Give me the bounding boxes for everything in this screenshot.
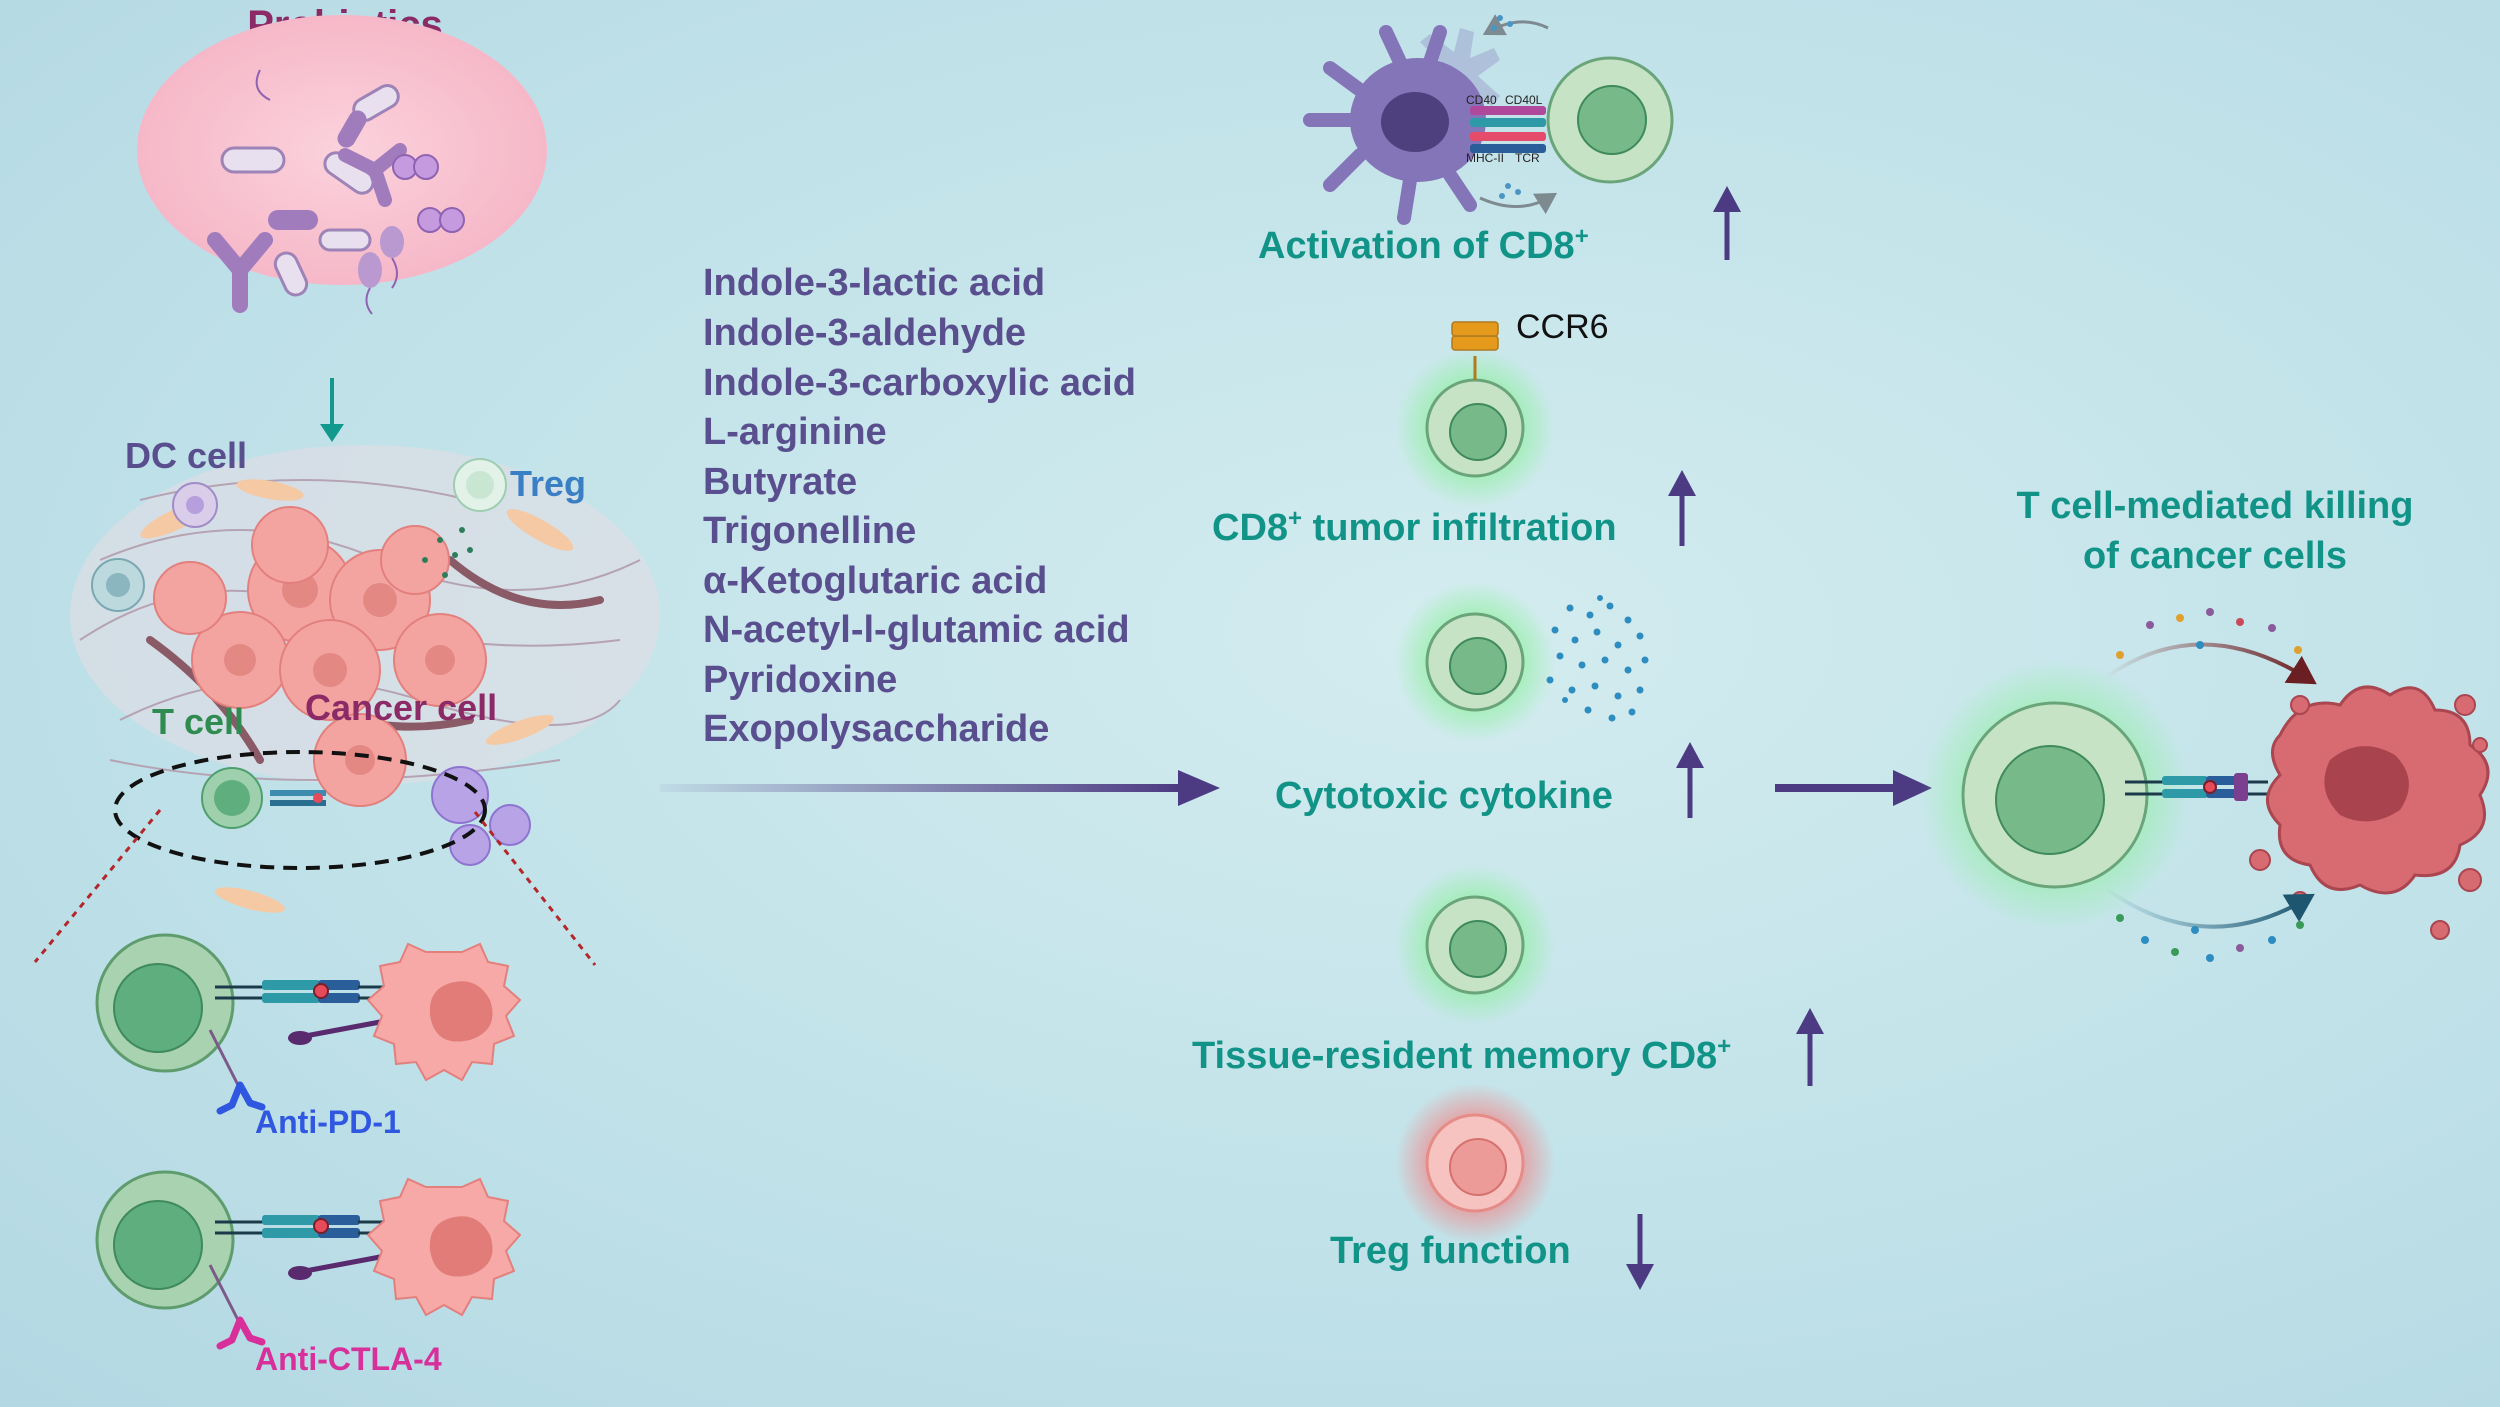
metabolite-list: Indole-3-lactic acid Indole-3-aldehyde I… xyxy=(703,262,1136,750)
effect-activation-cd8: Activation of CD8+ xyxy=(1258,223,1589,267)
main-flow-arrow xyxy=(660,770,1220,806)
metabolite-item: L-arginine xyxy=(703,411,887,453)
metabolite-item: Trigonelline xyxy=(703,510,916,552)
metabolite-item: Indole-3-lactic acid xyxy=(703,262,1045,304)
ccr6-cd8-cell-illustration xyxy=(1395,321,1555,508)
metabolite-item: Pyridoxine xyxy=(703,659,897,701)
dc-cell-label: DC cell xyxy=(125,435,247,476)
metabolite-item: N-acetyl-l-glutamic acid xyxy=(703,609,1130,651)
metabolite-item: α-Ketoglutaric acid xyxy=(703,560,1047,602)
metabolite-item: Indole-3-carboxylic acid xyxy=(703,362,1136,404)
cancer-cell-label: Cancer cell xyxy=(305,687,497,728)
probiotics-bacteria-illustration xyxy=(137,15,547,315)
up-arrow-icon xyxy=(1676,742,1704,818)
up-arrow-icon xyxy=(1713,186,1741,260)
effect-cytotoxic-cytokine: Cytotoxic cytokine xyxy=(1275,775,1613,817)
effect-tissue-resident-memory-cd8: Tissue-resident memory CD8+ xyxy=(1192,1033,1731,1077)
outcome-title-line1: T cell-mediated killing xyxy=(2017,485,2414,527)
dc-cd8-synapse-illustration xyxy=(1303,14,1674,225)
cytokine-cell-illustration xyxy=(1395,582,1649,742)
memory-cd8-cell-illustration xyxy=(1395,865,1555,1025)
probiotics-down-arrow xyxy=(320,378,344,442)
outcome-title-line2: of cancer cells xyxy=(2083,535,2347,577)
up-arrow-icon xyxy=(1668,470,1696,546)
anti-ctla4-interaction-illustration xyxy=(95,1170,522,1350)
ccr6-label: CCR6 xyxy=(1516,308,1609,346)
up-arrow-icon xyxy=(1796,1008,1824,1086)
outcome-arrow xyxy=(1775,770,1932,806)
anti-pd1-interaction-illustration xyxy=(95,933,522,1115)
treg-label: Treg xyxy=(510,463,586,504)
mhc2-label: MHC-II xyxy=(1466,151,1504,165)
metabolite-item: Butyrate xyxy=(703,461,857,503)
metabolite-item: Exopolysaccharide xyxy=(703,708,1049,750)
t-cell-killing-illustration xyxy=(1920,608,2490,962)
t-cell-label: T cell xyxy=(152,701,244,742)
anti-pd1-label: Anti-PD-1 xyxy=(255,1104,401,1140)
zoom-lines xyxy=(33,809,597,966)
metabolite-item: Indole-3-aldehyde xyxy=(703,312,1026,354)
treg-cell-illustration xyxy=(1395,1083,1555,1243)
anti-ctla4-label: Anti-CTLA-4 xyxy=(255,1341,442,1377)
cd40l-label: CD40L xyxy=(1505,93,1543,107)
effect-treg-function: Treg function xyxy=(1330,1230,1571,1272)
tumor-microenvironment-illustration xyxy=(70,445,660,913)
cd40-label: CD40 xyxy=(1466,93,1497,107)
down-arrow-icon xyxy=(1626,1214,1654,1290)
effect-cd8-tumor-infiltration: CD8+ tumor infiltration xyxy=(1212,505,1617,549)
tcr-label: TCR xyxy=(1515,151,1540,165)
